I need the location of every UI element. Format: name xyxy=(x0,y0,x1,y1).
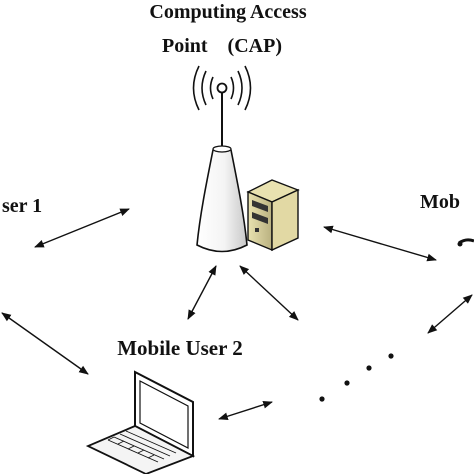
cap-title-line1: Computing Access xyxy=(149,1,306,23)
arrow-user1-cap-top xyxy=(34,208,130,248)
server-computer-icon xyxy=(246,179,300,252)
mobile-user-3-label: Mob xyxy=(420,191,460,213)
mobile-device-icon xyxy=(457,238,474,247)
arrow-cap-user2-right xyxy=(239,265,299,321)
antenna-tower-icon xyxy=(196,82,248,253)
signal-waves-icon xyxy=(192,65,252,111)
arrow-user3-dots xyxy=(427,294,473,334)
arrow-laptop-dots xyxy=(218,400,273,421)
arrow-cap-user2-left xyxy=(187,265,217,320)
arrow-user1-user2 xyxy=(1,312,89,375)
arrow-cap-user3 xyxy=(323,225,437,262)
mobile-user-1-label: ser 1 xyxy=(2,195,42,217)
ellipsis-dots xyxy=(319,353,394,402)
cap-title-line2: Point (CAP) xyxy=(162,35,282,57)
laptop-icon xyxy=(85,370,196,474)
mobile-user-2-label: Mobile User 2 xyxy=(117,336,243,360)
